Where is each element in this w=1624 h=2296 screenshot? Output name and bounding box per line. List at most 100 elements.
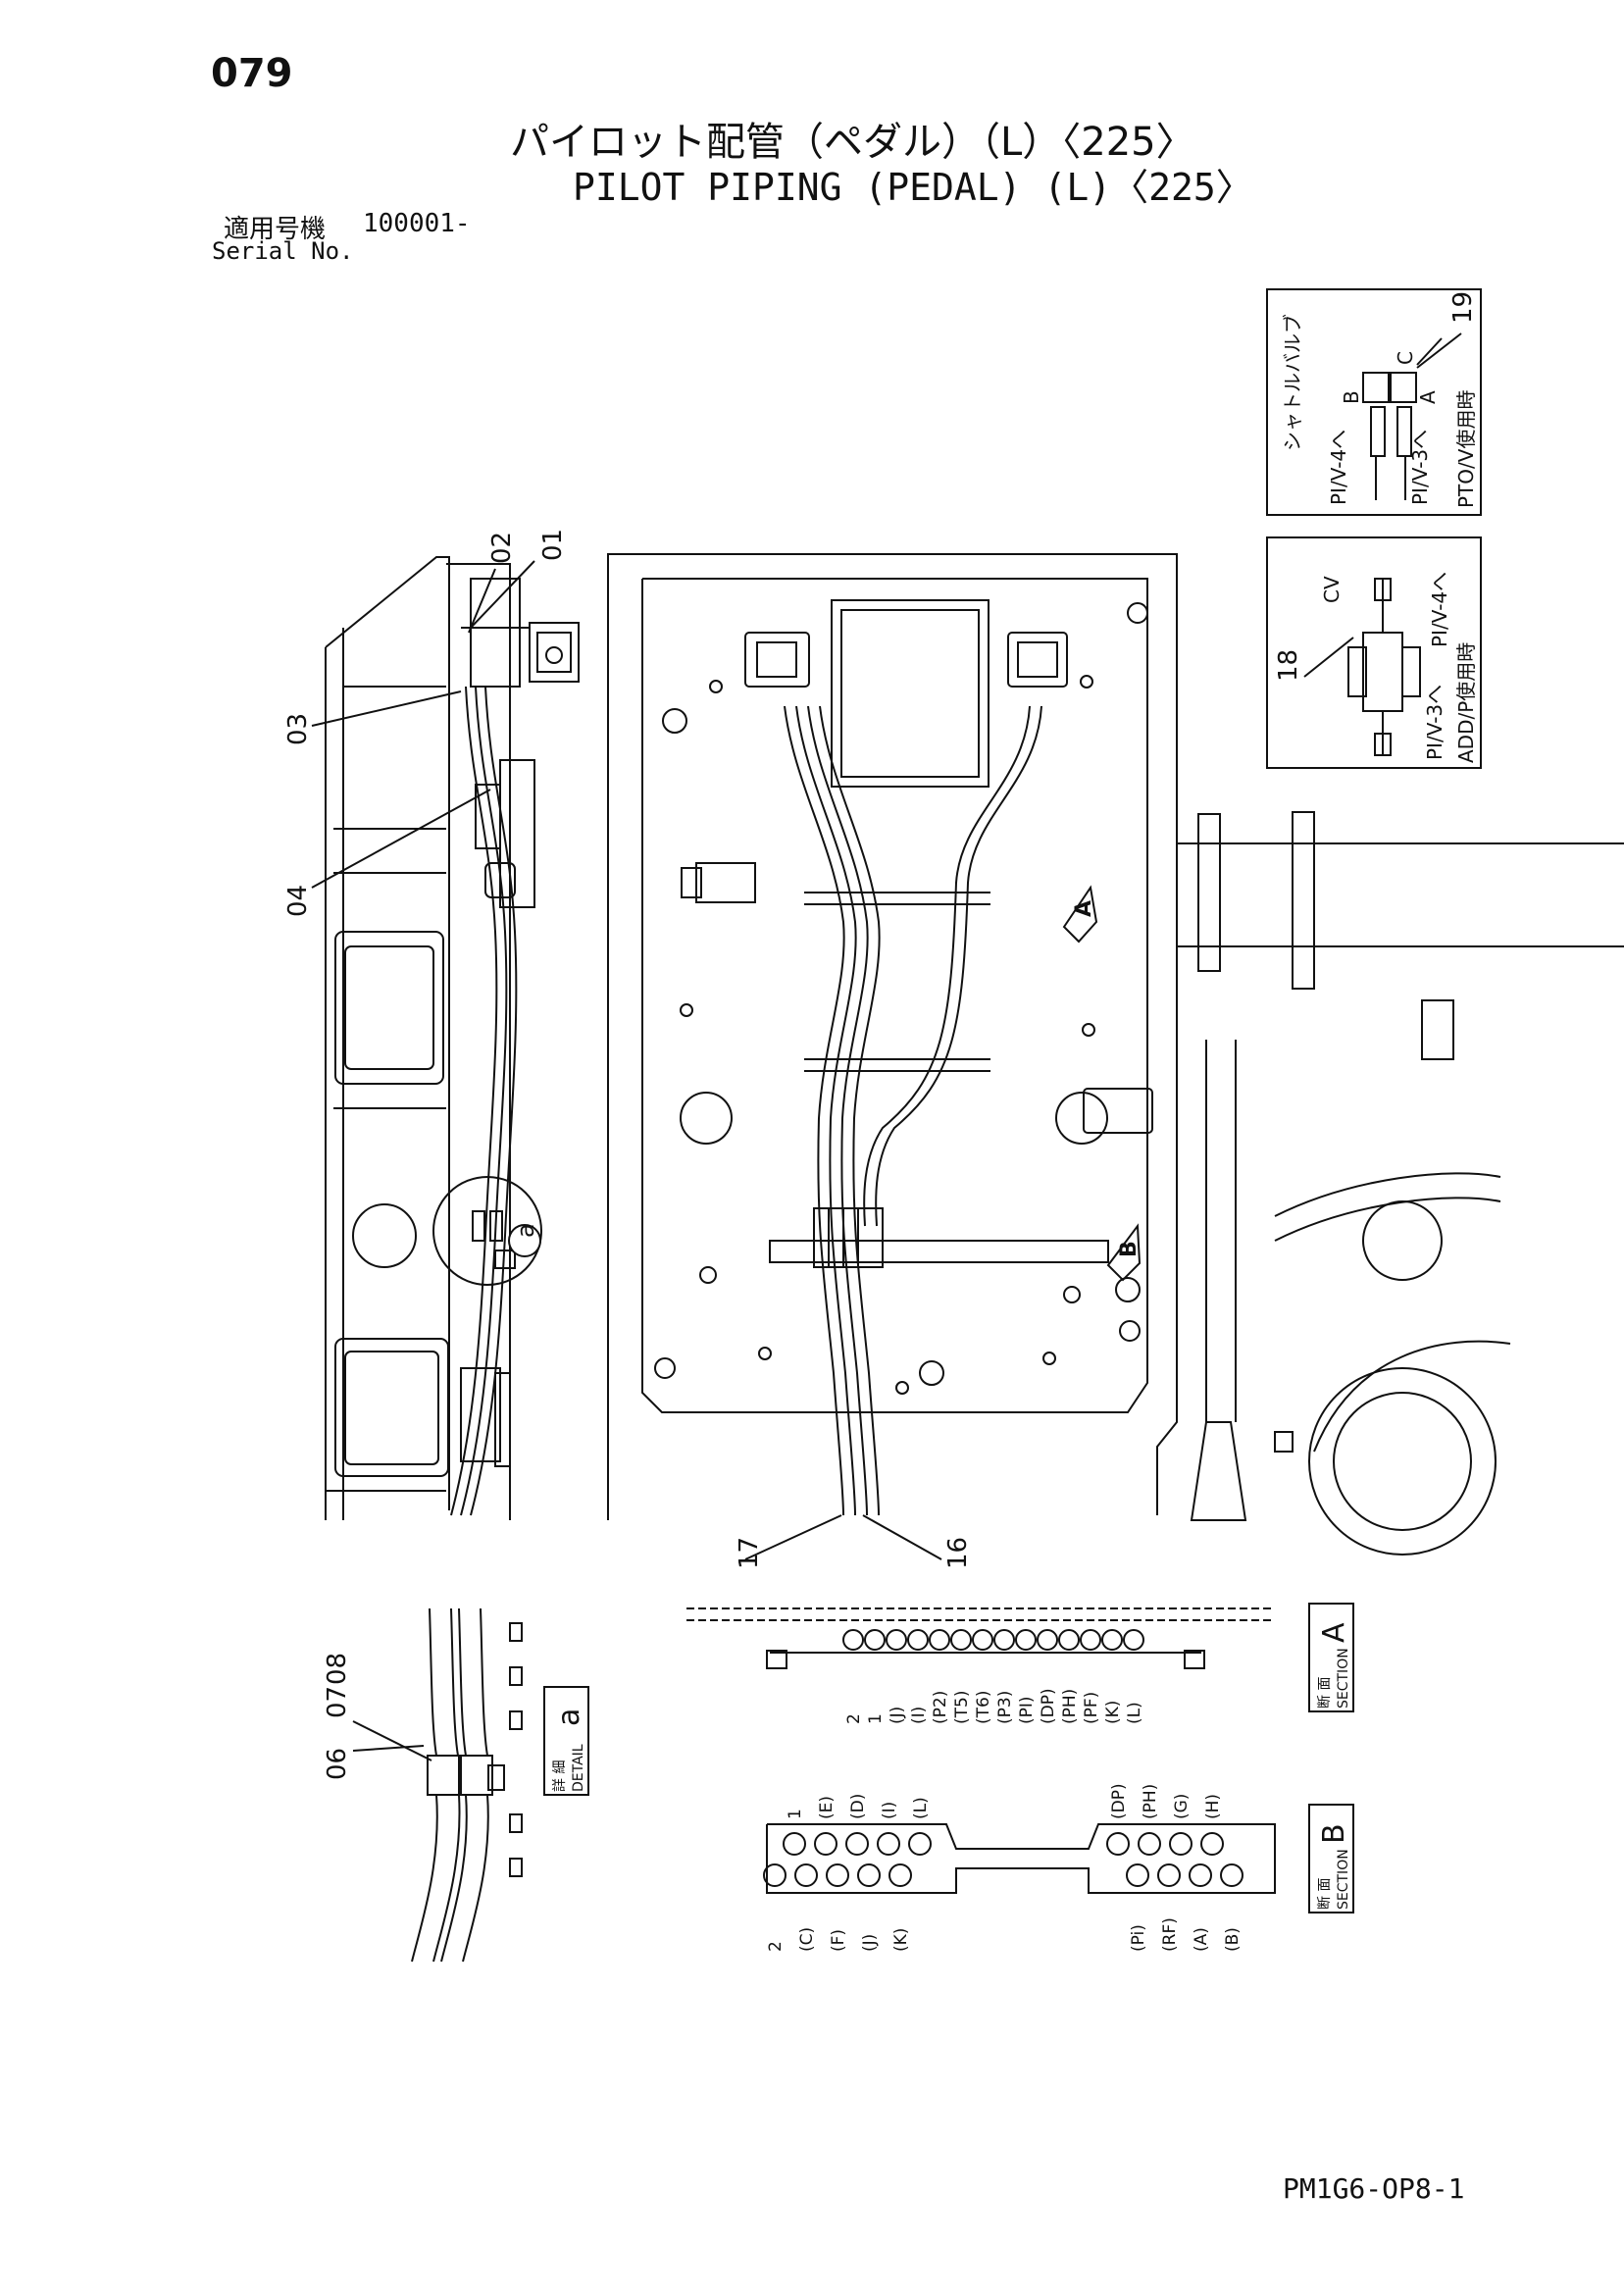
- section-a-port-label: (I): [909, 1707, 929, 1724]
- section-b-port-label: (Pi): [1129, 1924, 1148, 1952]
- section-b-hole: [826, 1863, 849, 1887]
- section-b-port-label: (PH): [1141, 1784, 1160, 1819]
- serial-label-jp: 適用号機: [224, 215, 327, 244]
- section-a-port-label: (K): [1103, 1701, 1123, 1724]
- inset-pto-drawing: [1362, 332, 1462, 500]
- page-title-en: PILOT PIPING (PEDAL) (L)〈225〉: [573, 166, 1253, 209]
- section-b-port-label: (C): [797, 1927, 817, 1952]
- section-b-hole: [1106, 1832, 1130, 1856]
- section-b-hole: [814, 1832, 837, 1856]
- callout-07: 07: [323, 1686, 352, 1718]
- right-frame: [1177, 811, 1624, 1556]
- leader-03: [311, 690, 462, 727]
- section-a-port-label: (J): [888, 1707, 907, 1724]
- page-number: 079: [211, 51, 293, 96]
- callout-16: 16: [943, 1537, 973, 1569]
- inset-add-pv4-label: PI/V-4へ: [1428, 572, 1451, 647]
- inset-pto-pv4-label: PI/V-4へ: [1327, 430, 1350, 505]
- section-b-port-label: (B): [1223, 1927, 1243, 1952]
- section-a-en: SECTION: [1336, 1648, 1351, 1709]
- section-a-hole: [972, 1629, 993, 1651]
- section-a-hole: [1080, 1629, 1101, 1651]
- section-a-hole: [886, 1629, 907, 1651]
- section-a-holes: [842, 1629, 1144, 1651]
- section-a-port-label: (PF): [1082, 1692, 1101, 1724]
- section-a-hole: [1058, 1629, 1080, 1651]
- leader-17: [744, 1514, 842, 1560]
- leader-19: [1416, 337, 1443, 366]
- section-a-hole: [842, 1629, 864, 1651]
- leader-18: [1303, 637, 1354, 678]
- section-b-port-label: (RF): [1160, 1917, 1180, 1952]
- leader-04: [311, 789, 491, 889]
- leader-06: [352, 1745, 425, 1752]
- section-b-en: SECTION: [1336, 1849, 1351, 1910]
- section-a-jp: 断 面: [1317, 1677, 1333, 1709]
- detail-a-letter: a: [552, 1709, 586, 1726]
- callout-02: 02: [487, 532, 517, 564]
- section-a-port-label: (T6): [974, 1691, 993, 1724]
- section-b-jp: 断 面: [1317, 1878, 1333, 1910]
- section-b-hole: [857, 1863, 881, 1887]
- section-b-letter: B: [1317, 1823, 1351, 1844]
- section-b-port-label: (K): [891, 1928, 911, 1952]
- inset-add-title: ADD/P使用時: [1454, 642, 1478, 763]
- section-b-hole: [1126, 1863, 1149, 1887]
- section-b-hole: [877, 1832, 900, 1856]
- section-a-hole: [993, 1629, 1015, 1651]
- inset-pto-shuttle-label: シャトルバルブ: [1281, 314, 1304, 451]
- detail-a-drawing: [411, 1607, 523, 1963]
- marker-a: A: [1072, 900, 1096, 917]
- callout-17: 17: [735, 1537, 764, 1569]
- section-a-port-label: (L): [1125, 1702, 1144, 1724]
- section-a-port-label: (DP): [1039, 1688, 1058, 1724]
- section-b-port-label: (J): [860, 1934, 880, 1952]
- callout-08: 08: [323, 1653, 352, 1685]
- inset-add-box: [1266, 536, 1482, 769]
- section-b-port-label: 2: [766, 1941, 786, 1952]
- section-b-port-label: (I): [880, 1802, 899, 1819]
- detail-a-marker: a: [512, 1223, 539, 1238]
- section-a-port-label: (PI): [1017, 1696, 1037, 1724]
- serial-label-en: Serial No.: [212, 237, 354, 265]
- leader-01: [470, 560, 535, 629]
- detail-a-marker-circle: [508, 1224, 541, 1257]
- section-b-port-label: (L): [911, 1797, 931, 1819]
- inset-pto-title: PTO/V使用時: [1454, 390, 1478, 508]
- page-title-jp: パイロット配管（ペダル）（L）〈225〉: [510, 120, 1195, 165]
- inset-add-drawing: [1347, 578, 1421, 756]
- section-a-label-box: [1308, 1603, 1354, 1712]
- section-b-hole: [908, 1832, 932, 1856]
- section-b-plate: [766, 1823, 1276, 1894]
- left-side-frame: [325, 556, 580, 1520]
- inset-pto-a: A: [1416, 390, 1440, 404]
- detail-a-en: DETAIL: [571, 1744, 586, 1792]
- marker-b: B: [1117, 1241, 1142, 1257]
- callout-04: 04: [283, 885, 313, 917]
- inset-pto-box: [1266, 288, 1482, 516]
- leader-02: [468, 568, 496, 634]
- callout-06: 06: [323, 1748, 352, 1780]
- section-a-port-label: 2: [844, 1713, 864, 1724]
- callout-01: 01: [538, 529, 568, 561]
- section-b-label-box: [1308, 1804, 1354, 1913]
- section-a-port-label: (P3): [995, 1691, 1015, 1724]
- section-b-port-label: (H): [1203, 1794, 1223, 1819]
- callout-03: 03: [283, 713, 313, 745]
- section-a-port-label: (T5): [952, 1691, 972, 1724]
- section-b-hole: [888, 1863, 912, 1887]
- section-a-hole: [1101, 1629, 1123, 1651]
- leader-07: [352, 1720, 432, 1761]
- section-b-hole: [845, 1832, 869, 1856]
- section-b-port-label: 1: [786, 1809, 805, 1819]
- inset-pto-c: C: [1394, 351, 1417, 365]
- section-b-hole: [1200, 1832, 1224, 1856]
- section-a-hole: [1123, 1629, 1144, 1651]
- section-a-hole: [1015, 1629, 1037, 1651]
- section-a-port-label: 1: [866, 1713, 886, 1724]
- detail-a-jp: 詳 細: [552, 1760, 568, 1792]
- callout-19: 19: [1448, 291, 1478, 324]
- section-a-port-label: (PH): [1060, 1689, 1080, 1724]
- section-a-hole: [1037, 1629, 1058, 1651]
- section-b-hole: [794, 1863, 818, 1887]
